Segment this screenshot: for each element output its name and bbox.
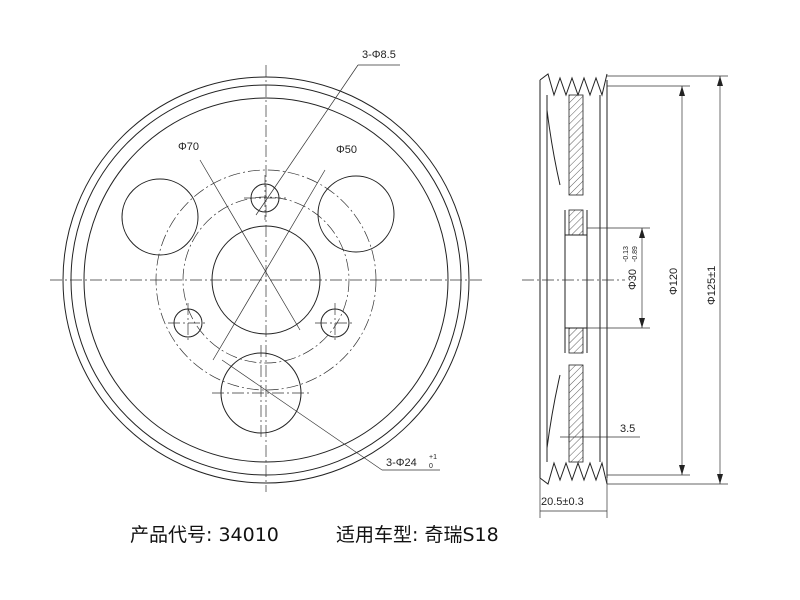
arrow-bore-top xyxy=(639,228,645,238)
upper-web-section xyxy=(568,94,584,196)
leader-phi70 xyxy=(199,159,301,331)
label-outer-dia: Φ125±1 xyxy=(706,266,718,305)
label-3-phi24-tol-upper: +1 xyxy=(429,454,437,461)
large-hole-top-left xyxy=(121,178,199,256)
side-view: Φ30 -0.13 -0.89 Φ120 Φ125±1 3.5 20.5±0.3 xyxy=(522,73,728,518)
lower-web-section xyxy=(568,364,584,463)
lower-inner-rim-curve xyxy=(546,374,561,449)
large-hole-top-right xyxy=(317,175,395,253)
label-3-phi24: 3-Φ24 xyxy=(386,457,417,469)
vehicle-model-caption: 适用车型: 奇瑞S18 xyxy=(336,524,499,546)
arrow-outer-top xyxy=(717,76,723,86)
leader-3-phi8.5 xyxy=(255,64,359,216)
arrow-groove-top xyxy=(679,86,685,96)
top-v-grooves xyxy=(539,73,608,97)
leader-3-phi24 xyxy=(221,359,383,471)
label-bore-tol-lower: -0.89 xyxy=(632,246,639,262)
label-width: 20.5±0.3 xyxy=(541,496,584,508)
label-3-phi24-tol-lower: 0 xyxy=(429,463,433,470)
arrow-outer-bottom xyxy=(717,474,723,484)
rim-inner-circle-2 xyxy=(83,97,449,463)
label-3-phi8.5: 3-Φ8.5 xyxy=(362,49,396,61)
arrow-bore-bottom xyxy=(639,318,645,328)
arrow-groove-bottom xyxy=(679,465,685,475)
front-view: 3-Φ8.5 Φ70 Φ50 3-Φ24 +1 0 xyxy=(50,49,482,492)
upper-inner-rim-curve xyxy=(546,109,561,186)
label-groove-dia: Φ120 xyxy=(668,268,680,295)
label-phi50: Φ50 xyxy=(336,144,357,156)
lower-hub-section xyxy=(568,327,584,354)
pitch-circle-50 xyxy=(182,196,350,364)
label-phi70: Φ70 xyxy=(178,141,199,153)
label-bore-tol-upper: -0.13 xyxy=(623,246,630,262)
product-code-caption: 产品代号: 34010 xyxy=(130,524,279,546)
bottom-v-grooves xyxy=(539,461,608,485)
leader-phi50 xyxy=(212,169,326,361)
upper-hub-section xyxy=(568,209,584,236)
label-web-thickness: 3.5 xyxy=(620,423,635,435)
label-bore: Φ30 xyxy=(627,269,639,290)
